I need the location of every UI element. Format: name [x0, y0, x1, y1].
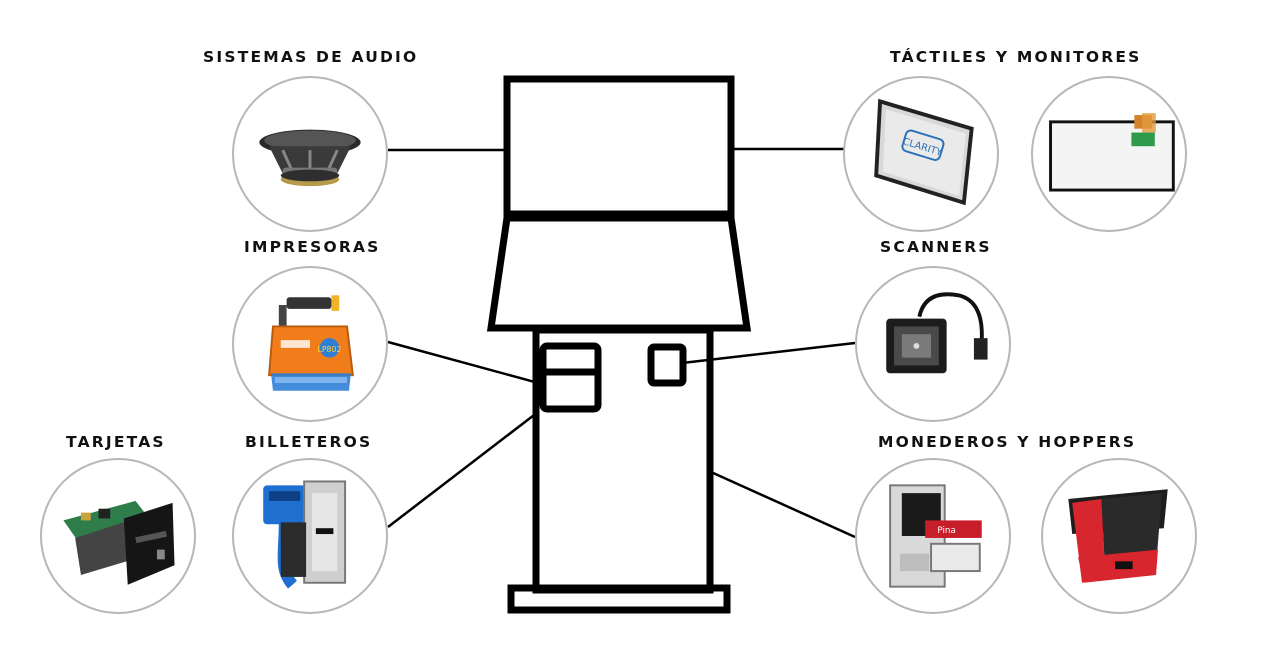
card-reader-icon — [63, 500, 175, 585]
speaker-icon — [259, 129, 361, 187]
scanners-circle — [855, 266, 1011, 422]
touch-monitor-icon: CLARITY — [874, 98, 974, 206]
coin-acceptor-circle: Pina — [855, 458, 1011, 614]
label-audio: SISTEMAS DE AUDIO — [203, 48, 419, 66]
bills-circle — [232, 458, 388, 614]
label-bills: BILLETEROS — [245, 433, 373, 451]
label-coins: MONEDEROS Y HOPPERS — [878, 433, 1137, 451]
coin-brand-text: Pina — [937, 526, 955, 536]
kiosk-desk — [486, 214, 752, 332]
touch-panel-circle — [1031, 76, 1187, 232]
connector-printers — [387, 340, 543, 386]
touch-panel-icon — [1049, 113, 1175, 192]
hopper-icon — [1068, 489, 1168, 583]
audio-circle — [232, 76, 388, 232]
kiosk-screen — [503, 75, 735, 218]
connector-bills — [387, 411, 539, 528]
hopper-circle — [1041, 458, 1197, 614]
kiosk-base — [507, 584, 731, 614]
coin-acceptor-icon: Pina — [889, 484, 982, 588]
label-printers: IMPRESORAS — [244, 238, 381, 256]
connector-coins — [710, 470, 856, 539]
kiosk-outline — [486, 75, 752, 614]
printer-model-text: LP802 — [318, 345, 342, 354]
barcode-scanner-icon — [886, 292, 988, 374]
bill-validator-icon — [263, 480, 347, 589]
label-touch: TÁCTILES Y MONITORES — [890, 48, 1142, 66]
kiosk-scanner-window — [647, 343, 687, 387]
thermal-printer-icon: LP802 — [268, 295, 354, 391]
monitor-circle: CLARITY — [843, 76, 999, 232]
label-cards: TARJETAS — [66, 433, 166, 451]
cards-circle — [40, 458, 196, 614]
printers-circle: LP802 — [232, 266, 388, 422]
kiosk-printer-slot — [539, 342, 602, 413]
label-scanners: SCANNERS — [880, 238, 992, 256]
connector-lines — [387, 147, 856, 539]
